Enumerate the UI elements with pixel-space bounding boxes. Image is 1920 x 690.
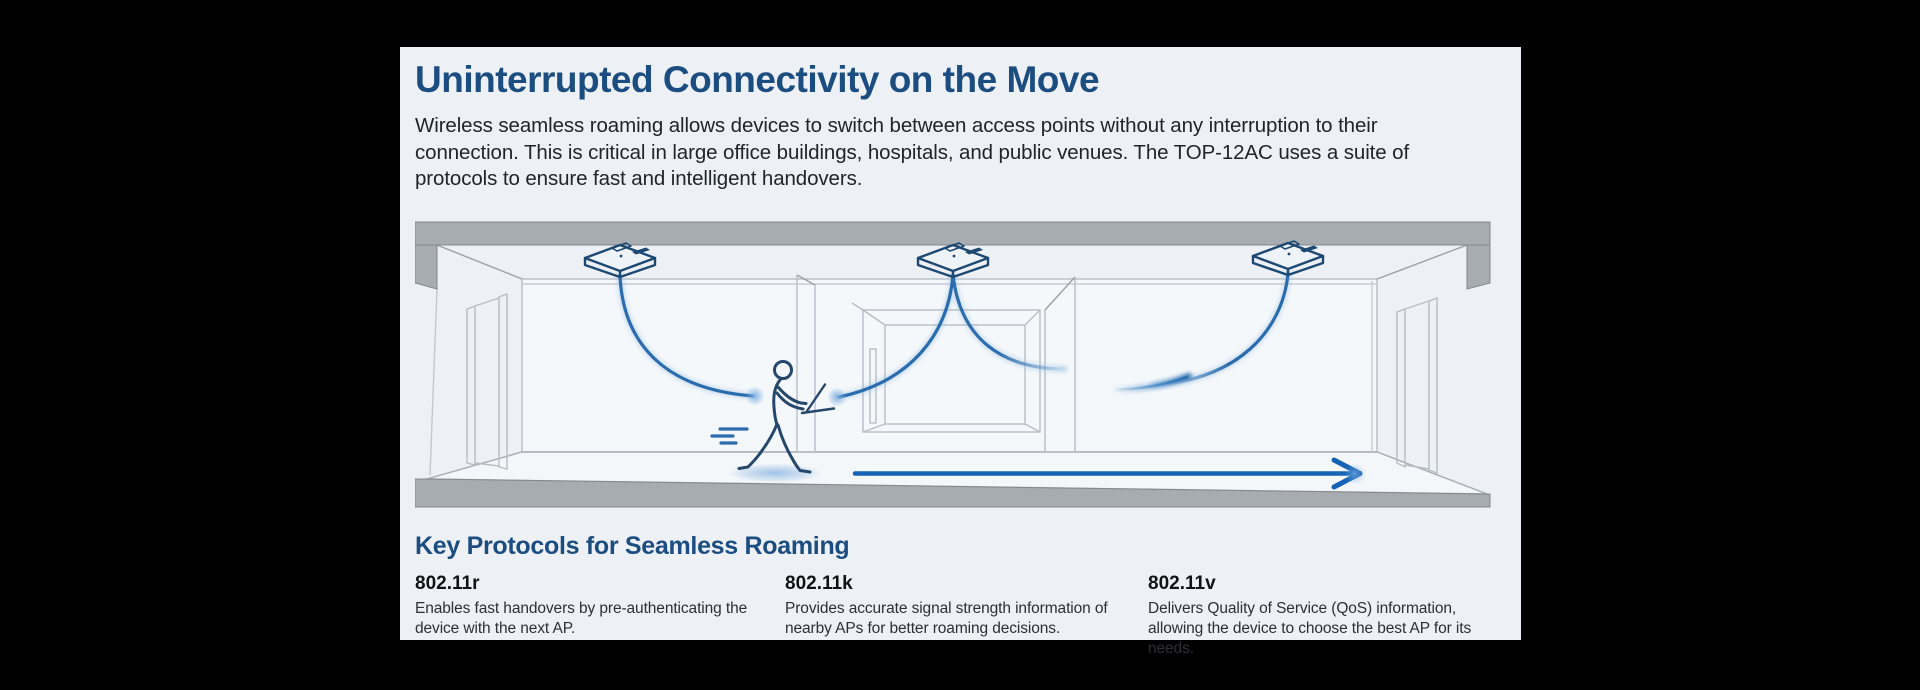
access-point-icon bbox=[916, 241, 990, 279]
protocol-item-802-11k: 802.11k Provides accurate signal strengt… bbox=[785, 573, 1148, 659]
access-point-icon bbox=[1251, 239, 1325, 277]
page-title: Uninterrupted Connectivity on the Move bbox=[415, 59, 1100, 100]
handover-swoosh-icon bbox=[1107, 372, 1192, 393]
movement-arrow-icon bbox=[848, 457, 1370, 490]
speed-lines-icon bbox=[710, 427, 749, 445]
protocol-description: Enables fast handovers by pre-authentica… bbox=[415, 599, 748, 637]
floor-slab bbox=[415, 478, 1491, 508]
protocol-name: 802.11r bbox=[415, 572, 480, 594]
protocol-description: Delivers Quality of Service (QoS) inform… bbox=[1148, 599, 1472, 657]
signal-curve-ap1 bbox=[618, 274, 755, 398]
laptop-icon bbox=[800, 383, 836, 415]
left-wall-panel bbox=[466, 292, 508, 470]
left-partition-wall bbox=[796, 274, 816, 453]
protocols-list: 802.11r Enables fast handovers by pre-au… bbox=[415, 573, 1506, 659]
roaming-illustration bbox=[415, 221, 1491, 508]
protocol-item-802-11r: 802.11r Enables fast handovers by pre-au… bbox=[415, 573, 785, 659]
protocol-description: Provides accurate signal strength inform… bbox=[785, 599, 1108, 637]
ceiling-slab bbox=[415, 221, 1491, 290]
wifi-signal-curves bbox=[616, 270, 1292, 407]
content-card: Uninterrupted Connectivity on the Move W… bbox=[400, 47, 1521, 657]
right-wall-panel bbox=[1396, 296, 1438, 474]
walking-user-icon bbox=[710, 359, 836, 483]
protocol-name: 802.11v bbox=[1148, 572, 1216, 594]
right-partition-wall bbox=[1044, 276, 1076, 453]
protocol-item-802-11v: 802.11v Delivers Quality of Service (QoS… bbox=[1148, 573, 1506, 659]
signal-curve-ap2-left bbox=[837, 273, 955, 399]
protocol-name: 802.11k bbox=[785, 572, 853, 594]
intro-paragraph: Wireless seamless roaming allows devices… bbox=[415, 114, 1410, 191]
signal-curve-ap2-right bbox=[951, 273, 1067, 371]
access-point-icon bbox=[583, 241, 657, 279]
protocols-heading: Key Protocols for Seamless Roaming bbox=[415, 531, 850, 560]
